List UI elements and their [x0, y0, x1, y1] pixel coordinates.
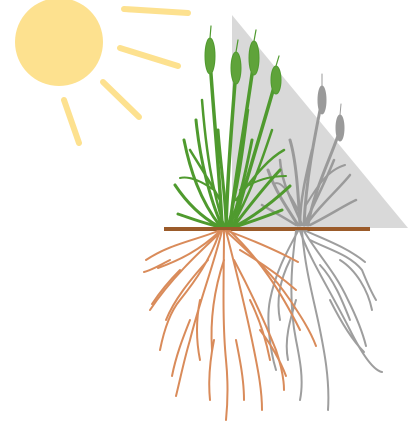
sun-ray-icon [103, 82, 139, 117]
sun-ray-icon [120, 48, 178, 66]
sun-ray-icon [64, 100, 79, 143]
sun-icon [15, 0, 103, 86]
sun-ray-icon [124, 9, 188, 13]
sun-group [15, 0, 188, 143]
root-system-gray [268, 231, 382, 410]
